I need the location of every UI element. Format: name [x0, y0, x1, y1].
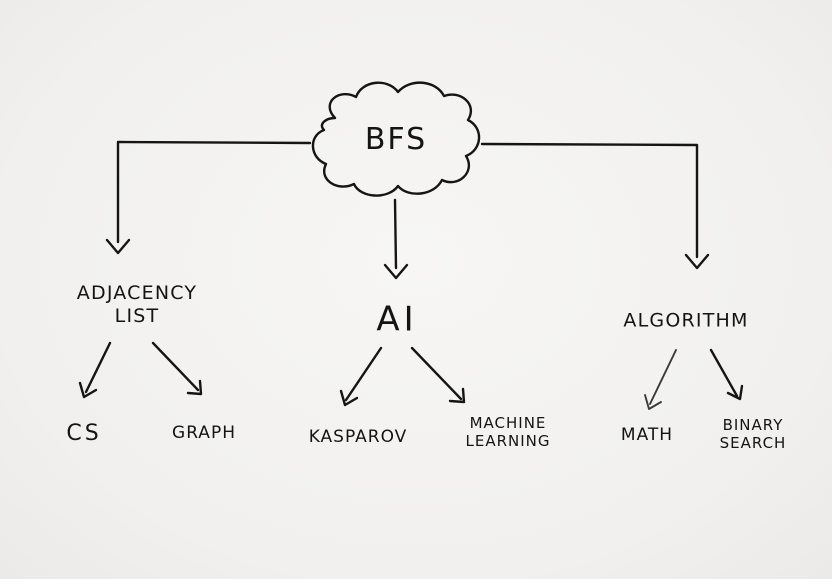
- leaf-graph: GRAPH: [172, 423, 236, 443]
- leaf-machine-learning: MACHINE LEARNING: [465, 414, 550, 450]
- edge-algorithm-binary: [709, 348, 739, 398]
- leaf-math: MATH: [621, 425, 673, 445]
- node-ai-line-1: AI: [376, 299, 418, 340]
- arrowhead-machine: [448, 387, 466, 404]
- node-algorithm: ALGORITHM: [623, 310, 748, 333]
- arrowhead-graph: [186, 379, 203, 396]
- leaf-binary-search-line-1: BINARY: [722, 416, 784, 434]
- arrowhead-kasparov: [339, 389, 359, 407]
- edge-adjacency-cs: [84, 341, 112, 394]
- arrowhead-math: [644, 394, 662, 410]
- leaf-machine-learning-line-2: LEARNING: [465, 432, 551, 450]
- leaf-cs: CS: [66, 421, 101, 447]
- arrowhead-cs: [78, 381, 98, 399]
- leaf-graph-line-1: GRAPH: [172, 422, 236, 443]
- node-adjacency-list-line-1: ADJACENCY: [76, 282, 198, 305]
- leaf-cs-line-1: CS: [66, 420, 102, 446]
- edge-algorithm-math: [649, 349, 677, 405]
- edge-ai-machine: [410, 346, 463, 401]
- root-label: BFS: [364, 122, 428, 157]
- leaf-kasparov-line-1: KASPAROV: [308, 426, 408, 447]
- leaf-binary-search: BINARY SEARCH: [720, 416, 787, 452]
- node-adjacency-list: ADJACENCY LIST: [77, 282, 197, 328]
- arrowhead-adjacency: [105, 238, 131, 255]
- leaf-machine-learning-line-1: MACHINE: [469, 414, 547, 432]
- root-cloud-shape: [311, 81, 481, 197]
- leaf-math-line-1: MATH: [620, 424, 674, 445]
- root-node-bfs: BFS: [365, 122, 427, 158]
- arrowhead-binary: [726, 384, 744, 401]
- edge-root-adjacency: [116, 140, 312, 244]
- edge-root-algorithm: [480, 142, 699, 259]
- node-adjacency-list-line-2: LIST: [114, 305, 160, 327]
- leaf-binary-search-line-2: SEARCH: [719, 434, 787, 452]
- edge-ai-kasparov: [344, 346, 383, 402]
- node-algorithm-line-1: ALGORITHM: [623, 309, 749, 332]
- edge-root-ai: [393, 198, 398, 270]
- arrowhead-algorithm: [684, 253, 710, 270]
- leaf-kasparov: KASPAROV: [309, 427, 408, 447]
- edge-adjacency-graph: [151, 341, 200, 392]
- arrowhead-ai: [383, 263, 409, 280]
- node-ai: AI: [376, 300, 417, 341]
